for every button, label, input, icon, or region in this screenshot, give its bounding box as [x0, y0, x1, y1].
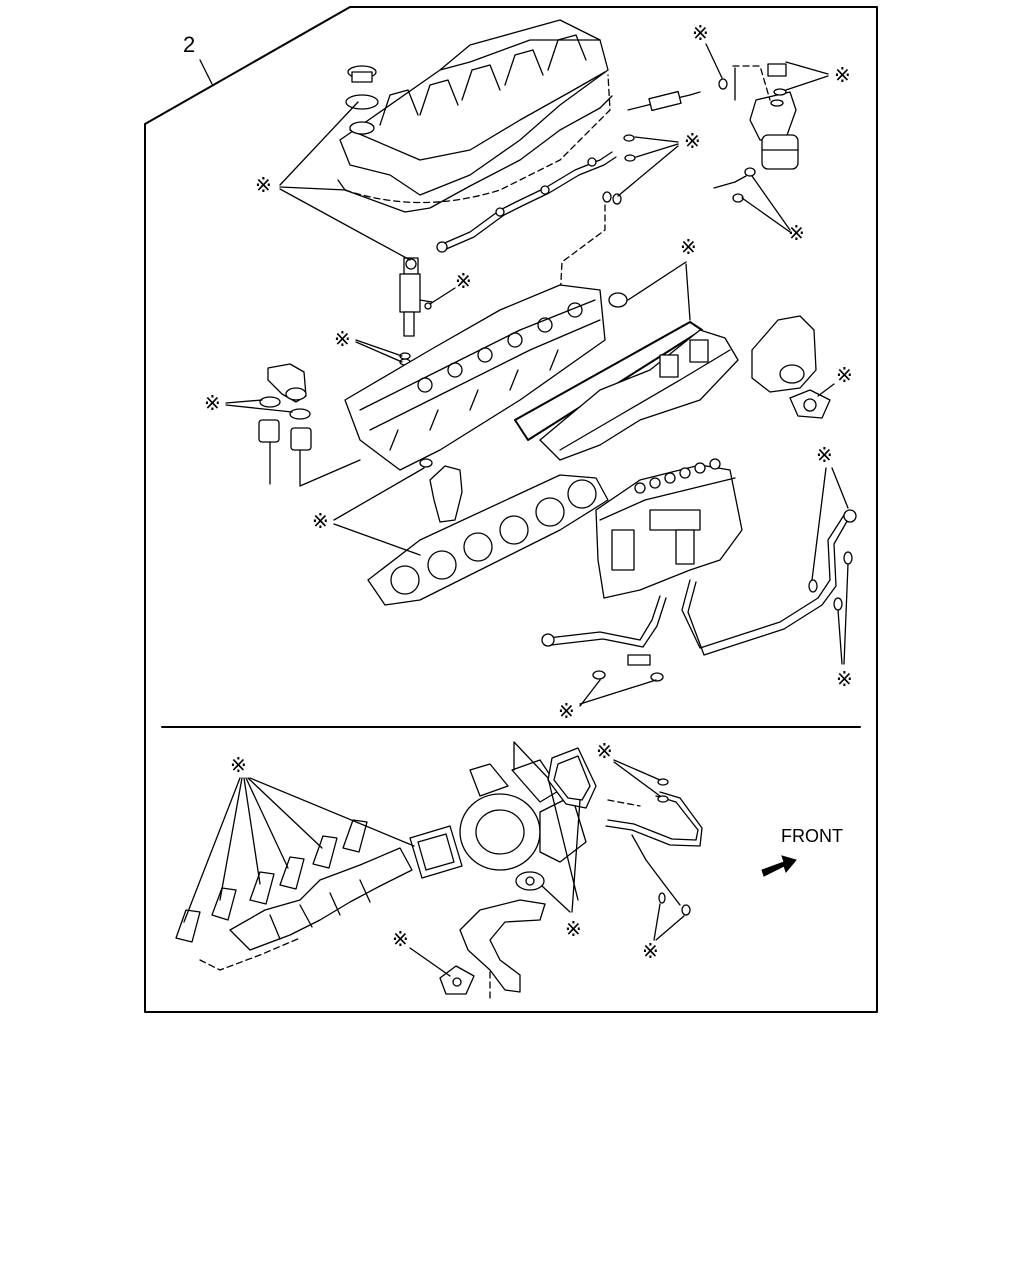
svg-text:※: ※ [684, 129, 701, 153]
gasket-callout: ※ [255, 101, 411, 261]
gasket-callout: ※ [558, 679, 657, 723]
gasket-callout: ※ [811, 443, 849, 581]
gasket-callout: ※ [541, 799, 582, 941]
gasket-callout: ※ [836, 563, 853, 691]
svg-text:※: ※ [565, 917, 582, 941]
svg-text:※: ※ [834, 63, 851, 87]
seal-washer [833, 597, 843, 611]
gasket-callout: ※ [642, 903, 685, 963]
svg-text:※: ※ [455, 269, 472, 293]
intake-manifold [539, 329, 739, 461]
svg-text:※: ※ [334, 327, 351, 351]
callout-leader [199, 59, 213, 85]
seal-washer [592, 670, 606, 680]
front-label: FRONT [781, 826, 843, 846]
gasket-callout: ※ [596, 739, 661, 797]
cylinder-head [344, 284, 606, 471]
egr-housing [751, 315, 817, 393]
oil-drain-gasket [515, 871, 545, 891]
gasket-callout: ※ [183, 753, 415, 923]
oil-feed-pipe [607, 795, 699, 841]
svg-text:※: ※ [392, 927, 409, 951]
svg-text:※: ※ [816, 443, 833, 467]
fuel-injection-pump [595, 458, 743, 599]
thermostat-housing [267, 363, 307, 403]
gasket-callout: ※ [429, 269, 472, 305]
leak-off-pipe [436, 151, 617, 253]
glow-plug-body [648, 90, 682, 112]
gasket-callout: ※ [312, 467, 425, 556]
svg-text:※: ※ [230, 753, 247, 777]
fuel-pipe [681, 511, 847, 649]
svg-text:※: ※ [692, 21, 709, 45]
svg-text:※: ※ [255, 173, 272, 197]
gasket-callout: ※ [204, 391, 293, 415]
thermostat-gasket [259, 396, 281, 408]
fuel-injector [399, 257, 433, 366]
svg-text:※: ※ [642, 939, 659, 963]
fuel-pipe [547, 595, 661, 641]
svg-text:※: ※ [680, 235, 697, 259]
svg-text:※: ※ [312, 509, 329, 533]
svg-text:※: ※ [558, 699, 575, 723]
oil-feed-pipe [631, 834, 681, 906]
fuel-filter [718, 63, 799, 170]
cylinder-head-gasket [367, 474, 609, 606]
gasket-callout: ※ [817, 363, 853, 397]
eye-bolt [627, 654, 651, 666]
seal-washer [843, 551, 853, 565]
fuel-return-pipe [713, 175, 747, 189]
svg-text:※: ※ [204, 391, 221, 415]
seal-washer [650, 672, 664, 682]
gasket-callout: ※ [741, 175, 805, 245]
seal-washer [612, 193, 622, 205]
lower-section: FRONT ※ ※ ※ ※ ※ [175, 739, 843, 1001]
upper-section: ※ ※ ※ ※ ※ ※ ※ ※ [204, 19, 857, 723]
gasket-callout: ※ [692, 21, 723, 79]
cylinder-head-cover [339, 19, 611, 204]
exhaust-manifold [199, 847, 413, 971]
gasket-callout: ※ [617, 129, 701, 197]
oil-drain-pipe [459, 899, 546, 993]
o-ring [608, 292, 628, 308]
egr-gasket [789, 389, 831, 419]
seal-washer [624, 154, 636, 162]
fuel-pipe [687, 515, 851, 656]
seal-washer [602, 191, 612, 203]
turbo-inlet-gasket [409, 825, 463, 879]
oil-feed-pipe [605, 791, 703, 847]
thermostat-gasket [289, 408, 311, 420]
seal-washer [623, 134, 635, 142]
thermostat [258, 419, 312, 451]
water-outlet-pipe [429, 465, 463, 523]
drain-pipe-gasket [439, 965, 475, 995]
gasket-callout: ※ [627, 235, 697, 321]
front-arrow-icon [761, 855, 797, 877]
seal-washer [681, 904, 691, 916]
gasket-callout: ※ [392, 927, 451, 977]
diagram-frame [144, 6, 878, 1013]
seal-washer [808, 579, 818, 593]
svg-text:※: ※ [596, 739, 613, 763]
seal-washer [657, 795, 669, 803]
gasket-callout: ※ [785, 61, 851, 91]
seal-washer [658, 892, 666, 904]
cover-gasket [337, 95, 613, 213]
turbine-outlet-gasket [547, 747, 597, 809]
gasket-callout: ※ [334, 327, 403, 363]
svg-text:※: ※ [836, 363, 853, 387]
seal-washer [657, 778, 669, 786]
svg-text:※: ※ [836, 667, 853, 691]
svg-text:※: ※ [788, 221, 805, 245]
callout-number: 2 [183, 32, 195, 57]
fuel-pipe [550, 597, 667, 648]
seal-washer [718, 78, 728, 90]
